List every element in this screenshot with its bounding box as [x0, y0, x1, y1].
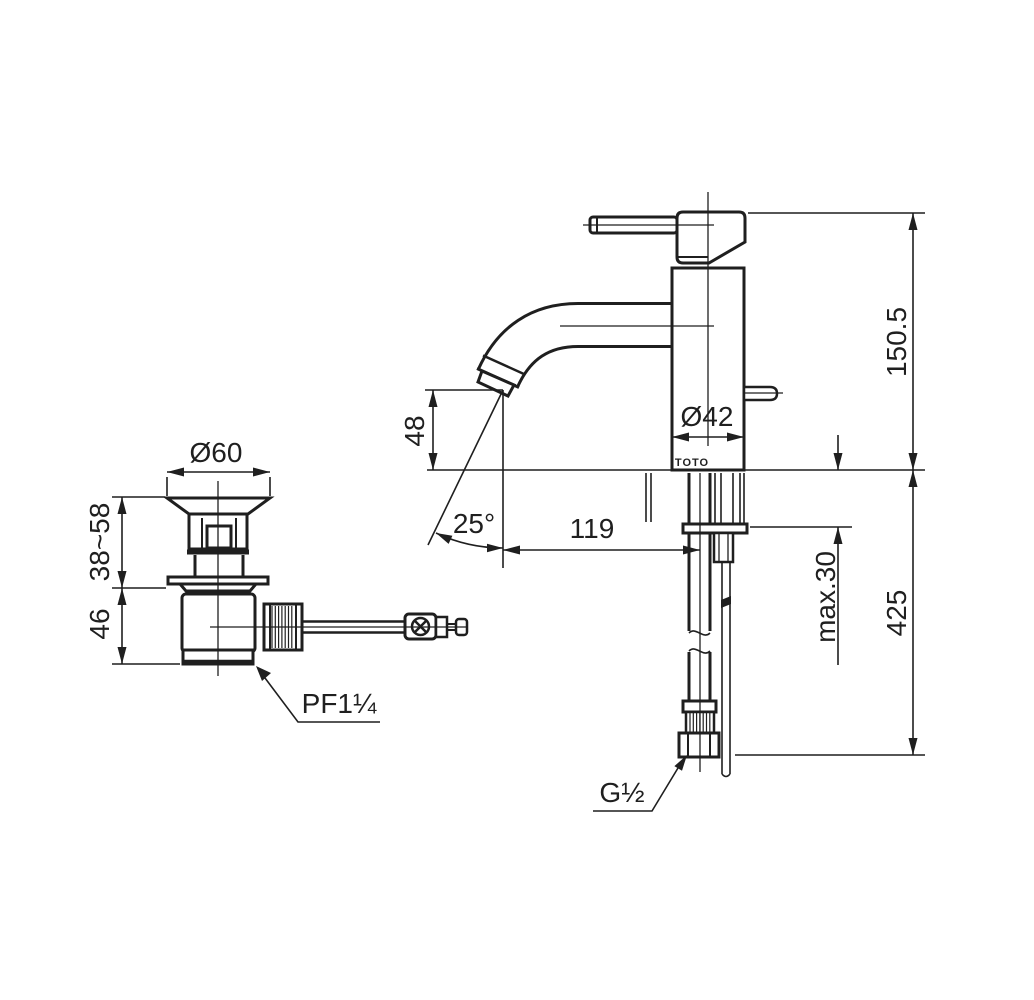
dim-label-drain-diameter: Ø60: [190, 437, 243, 468]
dim-label-drain-body-height: 46: [84, 608, 115, 639]
dim-label-max-deck: max.30: [810, 551, 841, 643]
dim-height-above-deck: 150.5: [881, 213, 918, 470]
dim-max-deck: max.30: [810, 435, 843, 665]
dim-spout-height: 48: [399, 390, 438, 470]
angle-line: [427, 389, 504, 546]
dim-drain-diameter: Ø60: [167, 437, 270, 477]
dim-label-height-above-deck: 150.5: [881, 307, 912, 377]
dim-spout-angle: 25°: [427, 389, 504, 568]
dim-label-spout-height: 48: [399, 415, 430, 446]
dim-spout-reach: 119: [503, 513, 700, 555]
dimensions: Ø60 38~58 46 PF1¼ Ø42: [84, 213, 918, 812]
centerlines: [210, 192, 783, 772]
callout-drain-thread: PF1¼: [256, 666, 380, 723]
spout-tip-ring: [482, 354, 526, 376]
dim-label-body-diameter: Ø42: [681, 401, 734, 432]
drain-assembly: [162, 496, 469, 666]
aerator: [476, 368, 517, 398]
extension-lines: [112, 212, 925, 756]
dim-body-diameter: Ø42: [672, 401, 744, 442]
dim-drain-body-height: 46: [84, 588, 127, 664]
rod-clip: [721, 596, 731, 608]
dim-label-drain-thread: PF1¼: [302, 688, 377, 719]
faucet-assembly: TOTO: [476, 210, 779, 778]
supply-nut: [677, 731, 721, 759]
brand-logo: TOTO: [675, 457, 709, 469]
popup-rod-housing-upper: [714, 473, 745, 524]
handle-base: [675, 210, 747, 265]
dim-label-supply-thread: G½: [599, 777, 644, 808]
rear-supply-pipe: [645, 473, 652, 522]
lever-rod: [302, 620, 405, 634]
dim-hose-length: 425: [881, 470, 918, 755]
dim-label-spout-angle: 25°: [453, 508, 495, 539]
spout: [476, 302, 696, 398]
mounting-flange: [681, 522, 749, 535]
faucet-underdeck-pipes: [645, 473, 749, 778]
dim-label-hose-length: 425: [881, 590, 912, 637]
dim-label-spout-reach: 119: [570, 513, 615, 544]
dim-label-mount-range: 38~58: [84, 503, 115, 582]
popup-pull-rod: [721, 562, 731, 778]
supply-hose-lower: [687, 652, 712, 701]
drain-lift-slot: [205, 524, 233, 550]
dim-mount-range: 38~58: [84, 497, 127, 588]
callout-supply-thread: G½: [593, 755, 687, 812]
popup-rod-housing-lower: [712, 531, 735, 564]
